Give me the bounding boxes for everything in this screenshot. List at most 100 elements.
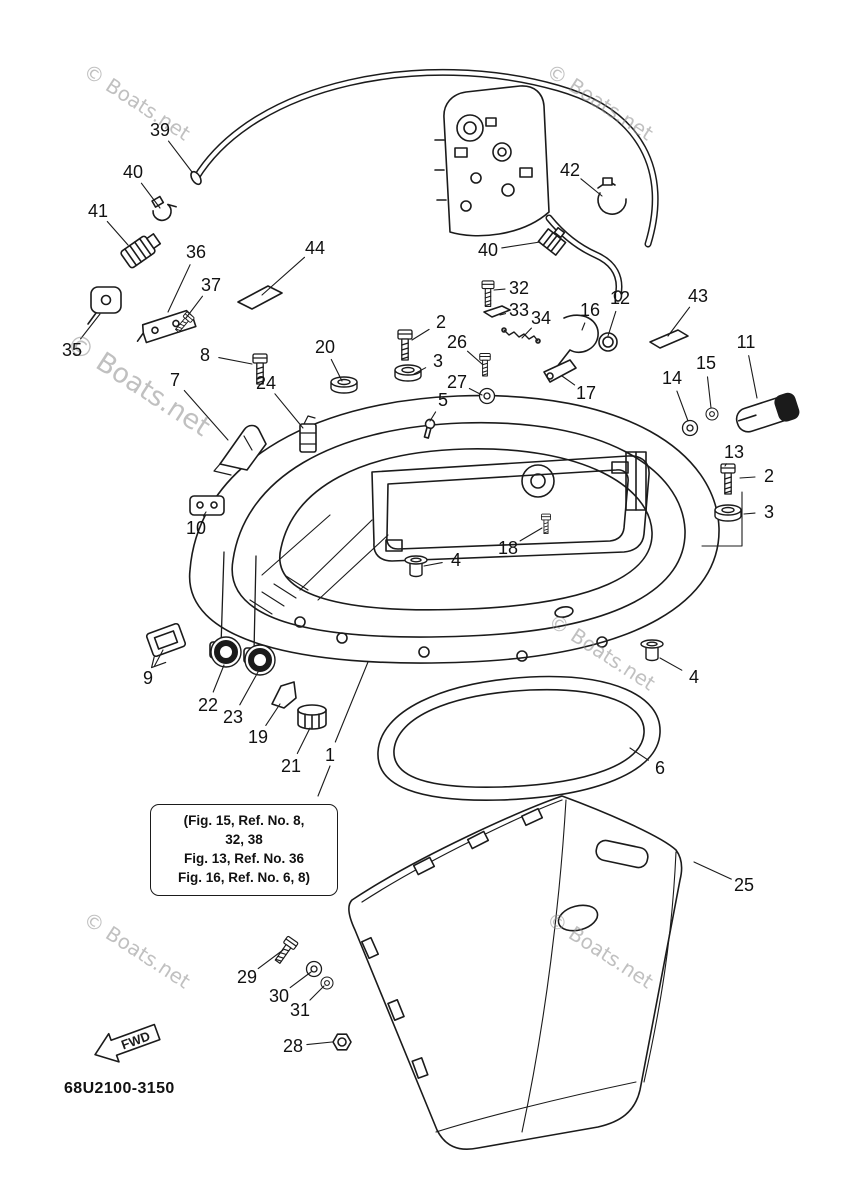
plate-44 xyxy=(237,285,283,310)
callout-16: 16 xyxy=(579,300,601,320)
mount-9 xyxy=(145,622,187,669)
leader-line-25 xyxy=(693,861,732,880)
callout-6: 6 xyxy=(654,758,666,778)
callout-8: 8 xyxy=(199,345,211,365)
note-box: (Fig. 15, Ref. No. 8, 32, 38 Fig. 13, Re… xyxy=(150,804,338,896)
callout-14: 14 xyxy=(661,368,683,388)
callout-30: 30 xyxy=(268,986,290,1006)
callout-7: 7 xyxy=(169,370,181,390)
leader-line-26 xyxy=(466,350,483,365)
callout-11: 11 xyxy=(736,332,756,352)
leader-line-27 xyxy=(468,387,483,396)
leader-line-6 xyxy=(629,747,649,761)
callout-28: 28 xyxy=(282,1036,304,1056)
callout-37: 37 xyxy=(200,275,222,295)
ref1-bracket-line xyxy=(317,765,331,797)
leader-line-12 xyxy=(607,310,617,337)
clamp-41 xyxy=(120,233,162,269)
callout-39: 39 xyxy=(149,120,171,140)
leader-line-43 xyxy=(667,306,691,337)
screw-5 xyxy=(423,418,436,439)
callout-23: 23 xyxy=(222,707,244,727)
note-line-4: Fig. 16, Ref. No. 6, 8) xyxy=(177,869,311,885)
callout-44: 44 xyxy=(304,238,326,258)
callout-21: 21 xyxy=(280,756,302,776)
side-cover-25 xyxy=(348,795,683,1150)
leader-line-35 xyxy=(80,313,101,340)
leader-line-10 xyxy=(202,511,207,517)
callout-34: 34 xyxy=(530,308,552,328)
bracket-7 xyxy=(213,424,267,476)
callout-9: 9 xyxy=(142,668,154,688)
callout-36: 36 xyxy=(185,242,207,262)
leader-line-30 xyxy=(289,971,312,989)
callout-3: 3 xyxy=(432,351,444,371)
leader-lines xyxy=(80,140,758,1046)
leader-line-13 xyxy=(724,463,727,467)
grommet-35 xyxy=(87,286,122,325)
cap-21 xyxy=(297,704,327,730)
leader-line-2 xyxy=(411,328,430,341)
plate-43 xyxy=(649,329,689,349)
callout-10: 10 xyxy=(185,518,207,538)
plate-33 xyxy=(483,305,511,318)
leader-line-23 xyxy=(239,671,259,706)
engine-assembly xyxy=(434,85,550,237)
leader-line-9 xyxy=(154,649,164,667)
callout-4: 4 xyxy=(688,667,700,687)
callout-20: 20 xyxy=(314,337,336,357)
callout-4: 4 xyxy=(450,550,462,570)
callout-22: 22 xyxy=(197,695,219,715)
callout-18: 18 xyxy=(497,538,519,558)
callout-17: 17 xyxy=(575,383,597,403)
plate-10 xyxy=(189,495,225,516)
spring-34 xyxy=(503,329,539,342)
leader-line-39 xyxy=(167,140,193,173)
leader-line-11 xyxy=(748,355,758,399)
callout-24: 24 xyxy=(255,373,277,393)
callout-27: 27 xyxy=(446,372,468,392)
callout-26: 26 xyxy=(446,332,468,352)
callout-33: 33 xyxy=(508,300,530,320)
leader-line-31 xyxy=(309,985,325,1001)
callout-12: 12 xyxy=(609,288,631,308)
callout-35: 35 xyxy=(61,340,83,360)
clip-24 xyxy=(299,415,317,453)
bracket-36 xyxy=(136,309,197,344)
callout-2: 2 xyxy=(763,466,775,486)
callout-40: 40 xyxy=(122,162,144,182)
callout-19: 19 xyxy=(247,727,269,747)
callout-29: 29 xyxy=(236,967,258,987)
leader-line-4 xyxy=(659,657,683,671)
leader-line-4 xyxy=(423,562,443,567)
clamp-40-left xyxy=(151,195,177,222)
leader-line-15 xyxy=(706,376,712,409)
leader-line-3 xyxy=(743,512,756,515)
leader-line-24 xyxy=(274,393,304,429)
callout-2: 2 xyxy=(435,312,447,332)
leader-line-42 xyxy=(580,178,603,197)
leader-line-8 xyxy=(218,357,253,365)
leader-line-20 xyxy=(330,358,343,382)
leader-line-22 xyxy=(212,664,225,693)
oring-12 xyxy=(598,332,618,352)
leader-line-14 xyxy=(676,390,689,422)
leader-line-19 xyxy=(265,703,281,726)
leader-line-18 xyxy=(519,527,543,542)
callout-5: 5 xyxy=(437,390,449,410)
leader-line-3 xyxy=(413,367,427,375)
leader-line-16 xyxy=(581,322,586,331)
callout-1: 1 xyxy=(324,745,336,765)
leader-line-29 xyxy=(257,949,284,970)
leader-line-1 xyxy=(334,661,369,743)
callout-40: 40 xyxy=(477,240,499,260)
note-line-3: Fig. 13, Ref. No. 36 xyxy=(183,850,305,866)
note-line-1: (Fig. 15, Ref. No. 8, xyxy=(183,813,305,828)
leader-line-33 xyxy=(499,313,507,316)
handle-11 xyxy=(735,392,800,433)
callout-3: 3 xyxy=(763,502,775,522)
note-line-2: 32, 38 xyxy=(225,831,263,847)
callout-13: 13 xyxy=(723,442,745,462)
